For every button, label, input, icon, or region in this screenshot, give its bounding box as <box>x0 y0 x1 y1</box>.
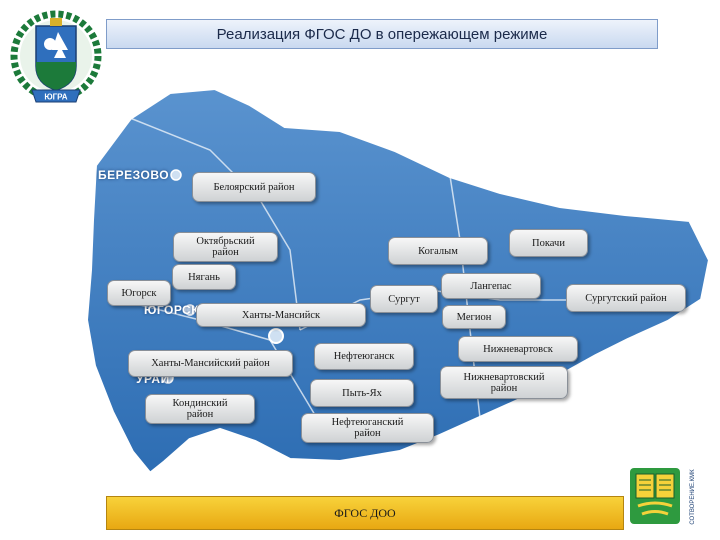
city-label-yugorsk: ЮГОРСК <box>144 303 200 317</box>
city-label-berezovo: БЕРЕЗОВО <box>98 168 170 182</box>
fgos-doo-label: ФГОС ДОО <box>334 505 396 520</box>
region-surgutsky[interactable]: Сургутский район <box>566 284 686 312</box>
fgos-doo-bar[interactable]: ФГОС ДОО <box>106 496 624 530</box>
city-marker-khanty-mansiysk <box>268 328 284 344</box>
region-beloyarsky[interactable]: Белоярский район <box>192 172 316 202</box>
region-yugorsk[interactable]: Югорск <box>107 280 171 306</box>
region-nefteyugansk[interactable]: Нефтеюганск <box>314 343 414 370</box>
region-pokachi[interactable]: Покачи <box>509 229 588 257</box>
coat-of-arms-icon: ЮГРА <box>10 10 102 103</box>
region-nyagan[interactable]: Нягань <box>172 264 236 290</box>
region-nizhnevartovsk[interactable]: Нижневартовск <box>458 336 578 362</box>
logo-caption: СОТВОРЕНИЕ.КМК <box>690 469 696 525</box>
city-marker-berezovo <box>170 169 182 181</box>
page-title-text: Реализация ФГОС ДО в опережающем режиме <box>216 25 548 43</box>
region-kogalym[interactable]: Когалым <box>388 237 488 265</box>
region-langepas[interactable]: Лангепас <box>441 273 541 299</box>
region-surgut[interactable]: Сургут <box>370 285 438 313</box>
region-khanty-mansiysk[interactable]: Ханты-Мансийск <box>196 303 366 327</box>
region-khanty-mansiysky[interactable]: Ханты-Мансийский район <box>128 350 293 377</box>
region-pyt-yakh[interactable]: Пыть-Ях <box>310 379 414 407</box>
book-logo-icon: СОТВОРЕНИЕ.КМК <box>630 468 696 525</box>
city-marker-yugorsk <box>184 304 196 316</box>
page-title: Реализация ФГОС ДО в опережающем режиме <box>106 19 658 49</box>
emblem-ribbon-text: ЮГРА <box>44 93 67 102</box>
region-megion[interactable]: Мегион <box>442 305 506 329</box>
